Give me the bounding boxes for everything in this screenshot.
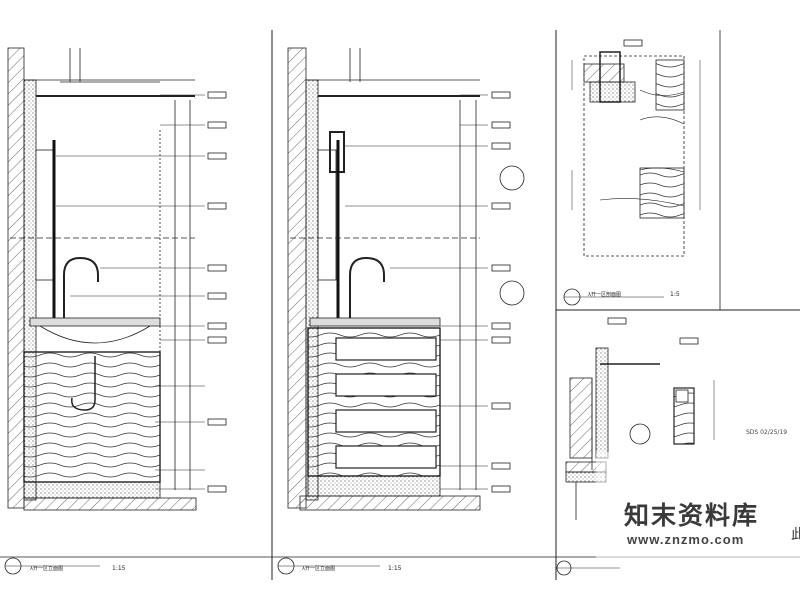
watermark-title: 知末资料库 (624, 502, 760, 530)
watermark-panel (596, 452, 800, 562)
side-char: 此 (791, 527, 800, 543)
elevation-a (4, 47, 227, 575)
detail-section-scale: 1:5 (670, 291, 680, 298)
elevation-b (277, 47, 525, 575)
elevation-b-scale: 1:15 (388, 565, 402, 572)
elevation-a-title: λ开一区立面图 (30, 565, 63, 572)
elevation-a-scale: 1:15 (112, 565, 126, 572)
elevation-b-title: λ开一区立面图 (302, 565, 335, 572)
detail-bottom (556, 317, 715, 576)
side-note: SDS 02/25/19 (746, 429, 788, 436)
detail-section (563, 39, 701, 306)
detail-section-title: λ开一区剖面图 (588, 291, 621, 298)
watermark-url: www.znzmo.com (627, 532, 745, 547)
